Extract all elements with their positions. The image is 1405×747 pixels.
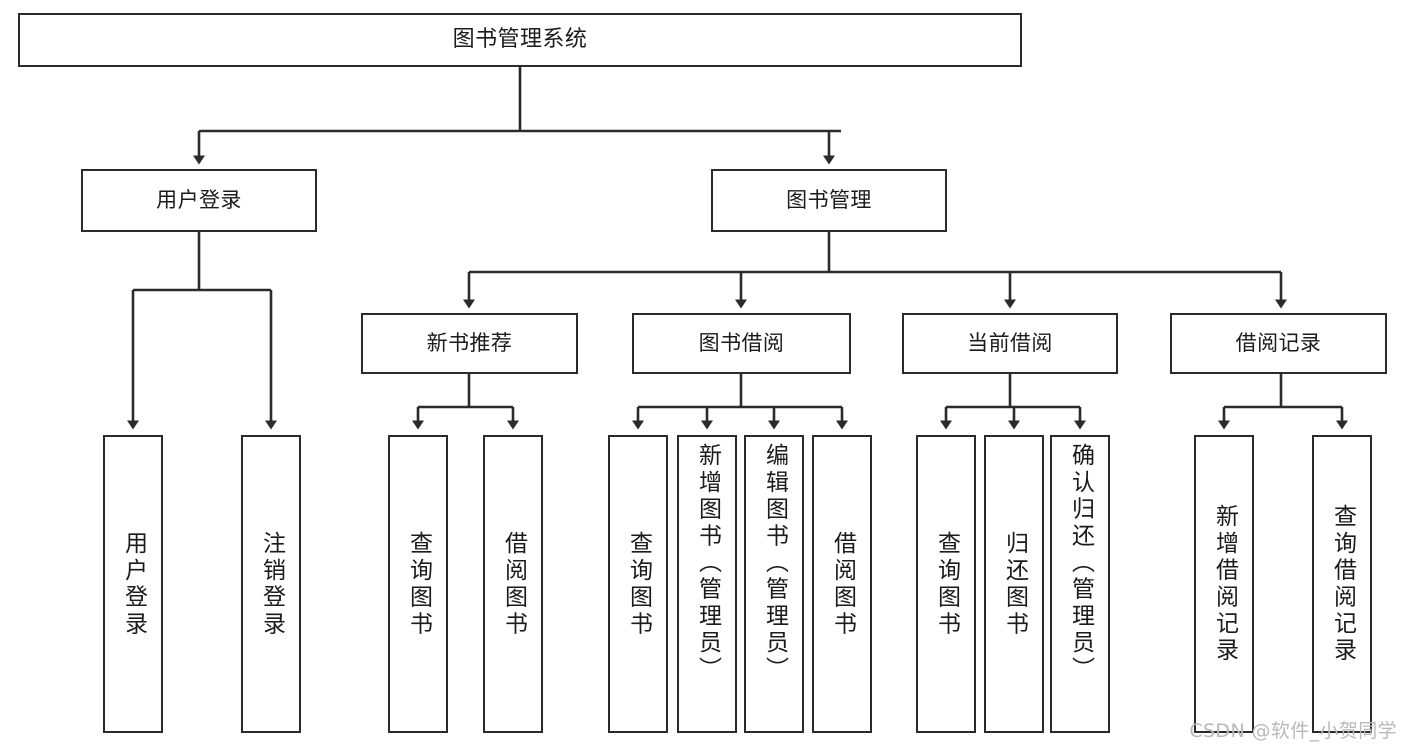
node-root-book-management-system[interactable]: 图书管理系统 — [18, 13, 1022, 67]
leaf-borrow-books-borrowing[interactable]: 借阅图书 — [812, 435, 872, 733]
node-label: 新增图书（管理员） — [694, 443, 721, 684]
node-label: 图书管理系统 — [452, 27, 588, 53]
node-book-management[interactable]: 图书管理 — [711, 169, 947, 232]
leaf-query-borrowing-record[interactable]: 查询借阅记录 — [1312, 435, 1372, 733]
leaf-edit-book-admin[interactable]: 编辑图书（管理员） — [744, 435, 804, 733]
leaf-user-login[interactable]: 用户登录 — [103, 435, 163, 733]
leaf-add-book-admin[interactable]: 新增图书（管理员） — [677, 435, 737, 733]
leaf-query-books-current[interactable]: 查询图书 — [916, 435, 976, 733]
node-current-borrowing[interactable]: 当前借阅 — [902, 313, 1118, 374]
node-borrowing-records[interactable]: 借阅记录 — [1170, 313, 1387, 374]
leaf-confirm-return-admin[interactable]: 确认归还（管理员） — [1050, 435, 1110, 733]
node-label: 新书推荐 — [426, 331, 513, 356]
node-label: 新增借阅记录 — [1211, 503, 1238, 665]
leaf-query-books-borrowing[interactable]: 查询图书 — [608, 435, 668, 733]
node-label: 图书管理 — [786, 188, 872, 213]
node-label: 查询借阅记录 — [1329, 503, 1356, 665]
node-label: 注销登录 — [258, 530, 285, 638]
node-label: 确认归还（管理员） — [1067, 443, 1094, 684]
node-label: 查询图书 — [405, 530, 432, 638]
node-label: 图书借阅 — [698, 331, 785, 356]
leaf-borrow-books-recommend[interactable]: 借阅图书 — [483, 435, 543, 733]
node-label: 用户登录 — [120, 530, 147, 638]
leaf-add-borrowing-record[interactable]: 新增借阅记录 — [1194, 435, 1254, 733]
node-label: 借阅记录 — [1235, 331, 1322, 356]
node-user-login[interactable]: 用户登录 — [81, 169, 317, 232]
node-new-book-recommendation[interactable]: 新书推荐 — [361, 313, 578, 374]
node-label: 查询图书 — [625, 530, 652, 638]
node-label: 当前借阅 — [967, 331, 1053, 356]
node-label: 查询图书 — [933, 530, 960, 638]
node-book-borrowing[interactable]: 图书借阅 — [632, 313, 851, 374]
node-label: 借阅图书 — [500, 530, 527, 638]
node-label: 借阅图书 — [829, 530, 856, 638]
leaf-logout[interactable]: 注销登录 — [241, 435, 301, 733]
node-label: 用户登录 — [156, 188, 242, 213]
leaf-return-books[interactable]: 归还图书 — [984, 435, 1044, 733]
node-label: 归还图书 — [1001, 530, 1028, 638]
leaf-query-books-recommend[interactable]: 查询图书 — [388, 435, 448, 733]
node-label: 编辑图书（管理员） — [761, 443, 788, 684]
